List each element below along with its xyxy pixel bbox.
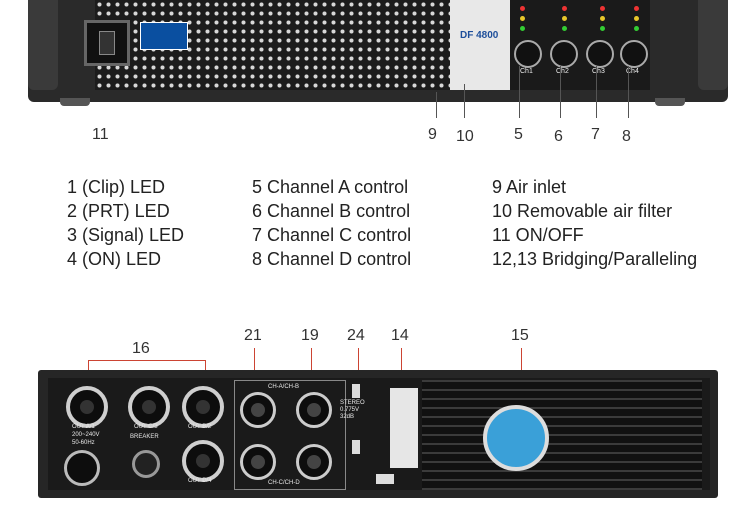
legend-item: 7 Channel C control <box>252 225 412 245</box>
output-label: OUT D/4 <box>188 478 212 484</box>
callout-number: 11 <box>92 126 109 143</box>
legend-column-3: 9 Air inlet 10 Removable air filter 11 O… <box>492 175 697 271</box>
legend-item: 9 Air inlet <box>492 177 567 197</box>
speakon-out-c[interactable] <box>128 386 170 428</box>
input-label: CH-C/CH-D <box>268 480 300 486</box>
legend-item: 11 ON/OFF <box>492 225 584 245</box>
callout-line <box>436 92 437 118</box>
callout-number: 10 <box>456 128 474 145</box>
ch3-label: Ch3 <box>592 68 605 75</box>
brand-logo <box>140 22 188 50</box>
callout-line <box>519 66 520 118</box>
breaker-label: BREAKER <box>130 434 159 440</box>
front-foot-right <box>655 98 685 106</box>
ch4-label: Ch4 <box>626 68 639 75</box>
callout-number: 7 <box>591 126 600 143</box>
certification-label <box>390 388 418 468</box>
legend-item: 5 Channel A control <box>252 177 409 197</box>
prt-led <box>520 16 525 21</box>
sensitivity-label: 0.775V <box>340 407 360 413</box>
left-handle <box>28 0 58 90</box>
signal-led <box>634 26 639 31</box>
callout-number: 5 <box>514 126 523 143</box>
right-handle <box>698 0 728 90</box>
model-name: DF 4800 <box>460 30 499 41</box>
callout-number: 15 <box>511 327 529 344</box>
switch-rocker[interactable] <box>99 31 115 55</box>
channel-a-knob[interactable] <box>514 40 542 68</box>
breaker-button[interactable] <box>132 450 160 478</box>
callout-line <box>628 66 629 118</box>
legend-item: 10 Removable air filter <box>492 201 673 221</box>
callout-number: 16 <box>132 340 150 357</box>
prt-led <box>634 16 639 21</box>
output-label: OUT C/3 <box>134 424 158 430</box>
model-plate <box>450 0 510 90</box>
callout-number: 6 <box>554 128 563 145</box>
front-foot-left <box>60 98 90 106</box>
cooling-fan-vent <box>422 380 702 490</box>
mode-label: STEREO <box>340 400 365 406</box>
xlr-input-c[interactable] <box>240 444 276 480</box>
signal-led <box>520 26 525 31</box>
ch2-label: Ch2 <box>556 68 569 75</box>
clip-led <box>634 6 639 11</box>
legend-column-2: 5 Channel A control 6 Channel B control … <box>252 175 411 271</box>
mode-switch[interactable] <box>352 384 360 398</box>
mode-switch[interactable] <box>352 440 360 454</box>
legend-item: 8 Channel D control <box>252 249 412 269</box>
legend-item: 2 (PRT) LED <box>67 201 170 221</box>
input-section <box>234 380 346 490</box>
callout-line <box>358 348 359 388</box>
xlr-input-d[interactable] <box>296 444 332 480</box>
power-rating: 200~240V <box>72 432 100 438</box>
legend-item: 6 Channel B control <box>252 201 411 221</box>
callout-number: 19 <box>301 327 319 344</box>
callout-line <box>401 348 402 384</box>
clip-led <box>562 6 567 11</box>
power-frequency: 50-60Hz <box>72 440 95 446</box>
cooling-fan <box>483 405 549 471</box>
callout-line <box>596 66 597 118</box>
callout-number: 21 <box>244 327 262 344</box>
output-label: OUT A/1 <box>72 424 95 430</box>
prt-led <box>600 16 605 21</box>
callout-number: 14 <box>391 327 409 344</box>
channel-b-knob[interactable] <box>550 40 578 68</box>
legend-item: 3 (Signal) LED <box>67 225 185 245</box>
speakon-out-b[interactable] <box>182 386 224 428</box>
callout-line <box>254 348 255 382</box>
output-label: OUT B/2 <box>188 424 212 430</box>
callout-line <box>311 348 312 382</box>
power-switch[interactable] <box>84 20 130 66</box>
legend-item: 12,13 Bridging/Paralleling <box>492 249 698 269</box>
legend-column-1: 1 (Clip) LED 2 (PRT) LED 3 (Signal) LED … <box>67 175 184 271</box>
input-label: CH-A/CH-B <box>268 384 299 390</box>
callout-number: 24 <box>347 327 365 344</box>
callout-number: 9 <box>428 126 437 143</box>
callout-number: 8 <box>622 128 631 145</box>
channel-c-knob[interactable] <box>586 40 614 68</box>
legend-item: 4 (ON) LED <box>67 249 162 269</box>
speakon-out-a[interactable] <box>66 386 108 428</box>
signal-led <box>562 26 567 31</box>
bridge-switch[interactable] <box>376 474 394 484</box>
speakon-out-d[interactable] <box>182 440 224 482</box>
channel-controls: Ch1 Ch2 Ch3 Ch4 <box>510 0 650 90</box>
power-inlet[interactable] <box>64 450 100 486</box>
gain-label: 32dB <box>340 414 355 420</box>
channel-d-knob[interactable] <box>620 40 648 68</box>
clip-led <box>600 6 605 11</box>
signal-led <box>600 26 605 31</box>
xlr-input-a[interactable] <box>240 392 276 428</box>
ch1-label: Ch1 <box>520 68 533 75</box>
prt-led <box>562 16 567 21</box>
clip-led <box>520 6 525 11</box>
callout-line <box>464 84 465 118</box>
xlr-input-b[interactable] <box>296 392 332 428</box>
legend-item: 1 (Clip) LED <box>67 177 166 197</box>
callout-line <box>560 66 561 118</box>
